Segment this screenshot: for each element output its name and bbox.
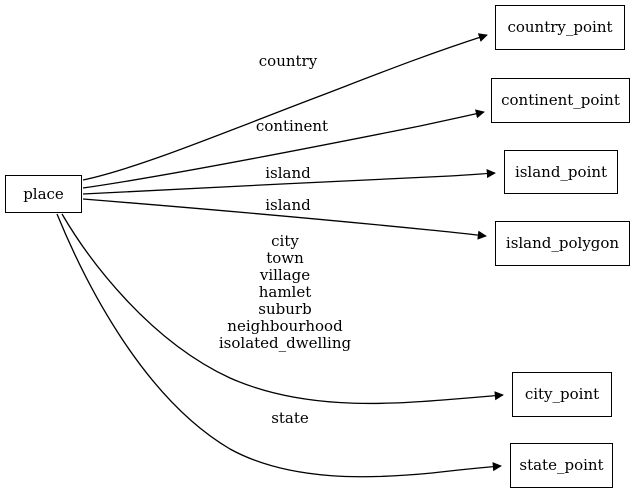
- node-label: continent_point: [501, 91, 620, 109]
- node-label: place: [23, 184, 64, 203]
- node-island_polygon[interactable]: island_polygon: [495, 221, 630, 266]
- node-city_point[interactable]: city_point: [512, 372, 612, 417]
- edge-place-to-continent_point: [82, 109, 485, 189]
- node-continent_point[interactable]: continent_point: [491, 78, 630, 123]
- node-island_point[interactable]: island_point: [504, 150, 618, 194]
- edge-label-island_point: island: [265, 164, 311, 182]
- edge-label-continent_point: continent: [255, 117, 329, 135]
- node-state_point[interactable]: state_point: [510, 443, 613, 488]
- edge-place-to-island_polygon: [82, 198, 487, 240]
- node-label: island_polygon: [505, 234, 620, 252]
- edge-label-state_point: state: [271, 409, 309, 427]
- edge-label-island_polygon: island: [265, 196, 311, 214]
- edge-label-city_point: city town village hamlet suburb neighbou…: [218, 232, 352, 352]
- node-label: country_point: [507, 18, 613, 36]
- edge-place-to-city_point: [61, 213, 504, 405]
- node-country_point[interactable]: country_point: [495, 5, 625, 50]
- node-place[interactable]: place: [5, 175, 82, 213]
- edge-place-to-island_point: [82, 169, 496, 195]
- edge-place-to-country_point: [82, 33, 488, 181]
- edge-paths: [56, 33, 504, 478]
- node-label: island_point: [514, 162, 608, 181]
- edge-place-to-state_point: [56, 213, 502, 478]
- node-label: city_point: [524, 385, 600, 403]
- edge-label-country_point: country: [258, 52, 318, 70]
- node-label: state_point: [519, 456, 604, 474]
